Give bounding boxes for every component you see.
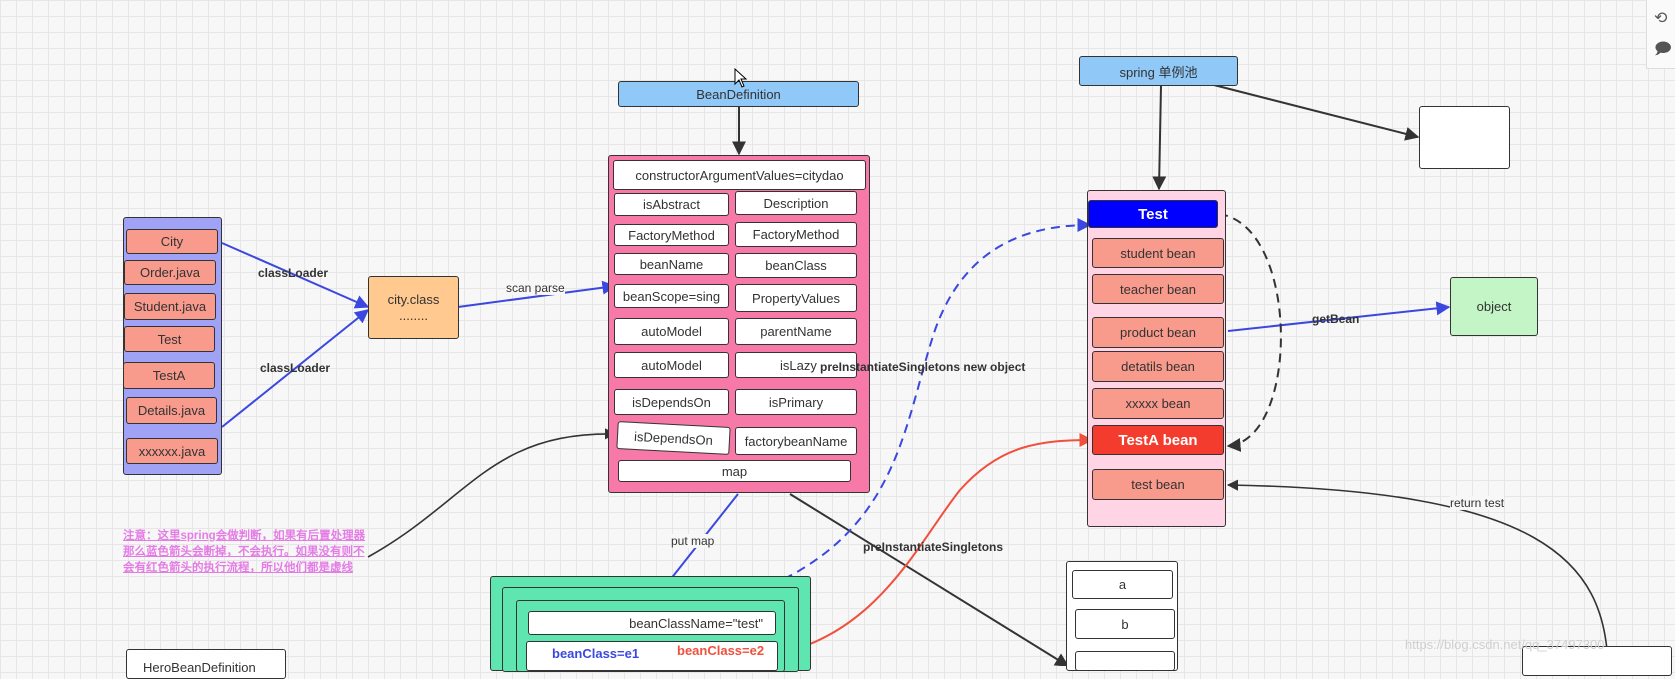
field-constructor-argument-values[interactable]: constructorArgumentValues=citydao: [613, 160, 866, 190]
object-node[interactable]: object: [1450, 277, 1538, 336]
label-getbean: getBean: [1312, 312, 1360, 326]
field-factory-method-2[interactable]: FactoryMethod: [735, 222, 857, 247]
city-class-title: city.class: [387, 291, 440, 307]
map-bean-class-name[interactable]: beanClassName="test": [528, 611, 776, 635]
pool-item-teacher-bean[interactable]: teacher bean: [1092, 274, 1224, 304]
field-is-depends-on-1[interactable]: isDependsOn: [614, 389, 729, 415]
edge-test-to-testa-dashed: [1218, 213, 1282, 452]
file-student[interactable]: Student.java: [124, 293, 216, 320]
label-return-test: return test: [1450, 496, 1505, 510]
bean-definition-node[interactable]: BeanDefinition: [618, 81, 859, 107]
field-auto-model-1[interactable]: autoModel: [614, 318, 729, 345]
pool-item-testa-bean[interactable]: TestA bean: [1092, 425, 1224, 455]
edge-return-test: [1226, 479, 1609, 666]
map-bean-class-name-label: beanClassName="test": [629, 615, 763, 631]
pool-item-product-bean[interactable]: product bean: [1092, 317, 1224, 348]
field-is-primary[interactable]: isPrimary: [735, 389, 857, 415]
edge-note-curve: [367, 428, 617, 558]
file-test[interactable]: Test: [124, 326, 215, 352]
right-toolbar: ⟲ 🗩: [1646, 0, 1675, 69]
file-xxxxxx[interactable]: xxxxxx.java: [126, 438, 218, 464]
empty-box[interactable]: [1419, 106, 1510, 169]
label-pre-new-object: preInstantiateSingletons new object: [820, 360, 1026, 374]
bean-class-e2-label: beanClass=e2: [677, 643, 765, 658]
hero-bean-definition-label: HeroBeanDefinition: [143, 660, 256, 675]
city-class-dots: ........: [399, 307, 428, 323]
field-map[interactable]: map: [618, 460, 851, 482]
list-item-a[interactable]: a: [1072, 570, 1173, 599]
pool-item-test[interactable]: Test: [1088, 200, 1218, 228]
list-item-c[interactable]: [1075, 651, 1175, 671]
pool-item-details-bean[interactable]: detatils bean: [1092, 351, 1224, 382]
field-auto-model-2[interactable]: autoModel: [614, 352, 729, 378]
field-is-depends-on-2[interactable]: isDependsOn: [616, 421, 731, 455]
edge-red-testa: [781, 433, 1094, 654]
label-classloader-top: classLoader: [258, 266, 329, 280]
label-classloader-bottom: classLoader: [260, 361, 331, 375]
bean-class-e1-label: beanClass=e1: [552, 646, 640, 661]
city-class-node[interactable]: city.class ........: [368, 276, 459, 339]
edge-classloader-bottom: [221, 309, 370, 428]
field-is-abstract[interactable]: isAbstract: [614, 193, 729, 216]
field-property-values[interactable]: PropertyValues: [735, 284, 857, 312]
edge-pool-down: [1152, 85, 1167, 191]
file-details[interactable]: Details.java: [126, 397, 217, 424]
field-bean-scope[interactable]: beanScope=sing: [614, 284, 729, 308]
edge-pool-right: [1209, 83, 1420, 141]
history-icon[interactable]: ⟲: [1654, 10, 1668, 27]
field-is-lazy[interactable]: isLazy: [735, 352, 857, 378]
pool-item-test-bean[interactable]: test bean: [1092, 469, 1224, 500]
field-parent-name[interactable]: parentName: [735, 318, 857, 345]
field-is-lazy-label: isLazy: [780, 357, 817, 373]
watermark: https://blog.csdn.net/qq_37497300: [1405, 637, 1605, 652]
field-bean-name[interactable]: beanName: [614, 253, 729, 275]
label-scan-parse: scan parse: [506, 281, 565, 295]
hero-bean-definition-node[interactable]: HeroBeanDefinition: [126, 649, 286, 679]
edge-pre-diagonal: [789, 493, 1070, 666]
edge-classloader-top: [221, 242, 370, 309]
singleton-pool-node[interactable]: spring 单例池: [1079, 56, 1238, 86]
cursor-icon: [734, 68, 748, 88]
file-city[interactable]: City: [126, 229, 218, 254]
file-order[interactable]: Order.java: [124, 260, 216, 285]
label-pre-instantiate: preInstantiateSingletons: [863, 540, 1004, 554]
list-item-b[interactable]: b: [1075, 609, 1175, 639]
field-bean-class[interactable]: beanClass: [735, 253, 857, 278]
file-testa[interactable]: TestA: [123, 362, 215, 389]
edge-scan-parse: [457, 280, 617, 308]
pool-item-xxxxx-bean[interactable]: xxxxx bean: [1092, 388, 1224, 419]
field-factory-method-1[interactable]: FactoryMethod: [614, 224, 729, 246]
edge-new-object-dashed: [783, 218, 1092, 580]
comment-icon[interactable]: 🗩: [1654, 41, 1672, 58]
post-processor-note: 注意：这里spring会做判断，如果有后置处理器那么蓝色箭头会断掉，不会执行。如…: [123, 530, 366, 574]
edge-getbean: [1227, 301, 1451, 332]
field-factory-bean-name[interactable]: factorybeanName: [735, 427, 857, 455]
pool-item-student-bean[interactable]: student bean: [1092, 238, 1224, 268]
field-description[interactable]: Description: [735, 191, 857, 215]
label-put-map: put map: [671, 534, 715, 548]
